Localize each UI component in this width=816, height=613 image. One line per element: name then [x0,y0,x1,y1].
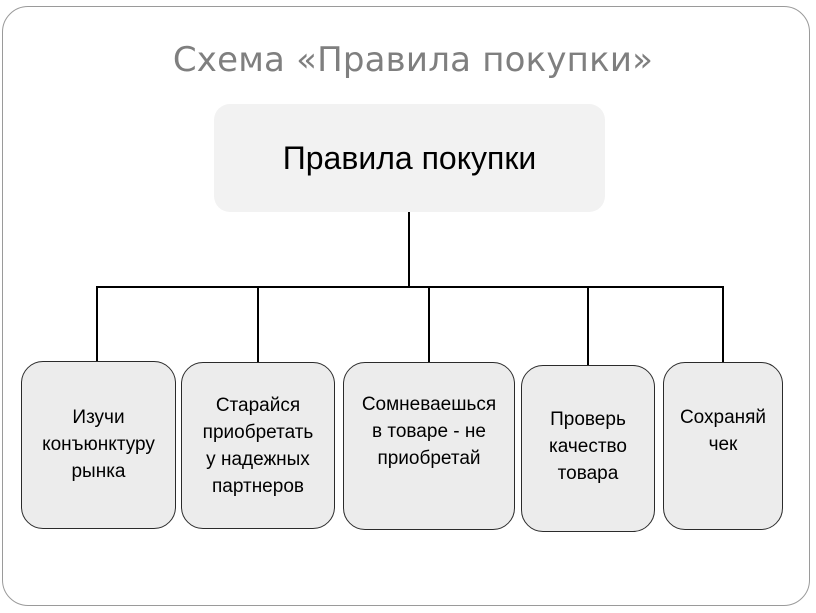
child-node-label: Сомневаешься в товаре - не приобретай [361,393,497,469]
child-node-keep-receipt: Сохраняй чек [663,362,783,530]
root-node: Правила покупки [214,104,605,212]
child-node-market-study: Изучи конъюнктуру рынка [21,361,176,529]
child-node-label: Изучи конъюнктуру рынка [42,406,155,482]
child-node-reliable-partners: Старайся приобретать у надежных партнеро… [181,362,335,529]
child-node-label: Проверь качество товара [549,408,627,484]
child-node-check-quality: Проверь качество товара [521,365,655,532]
diagram-title: Схема «Правила покупки» [172,40,654,80]
child-node-label: Старайся приобретать у надежных партнеро… [202,394,314,497]
root-node-label: Правила покупки [282,139,537,176]
child-node-doubt-dont-buy: Сомневаешься в товаре - не приобретай [343,362,515,530]
child-node-label: Сохраняй чек [679,406,767,455]
